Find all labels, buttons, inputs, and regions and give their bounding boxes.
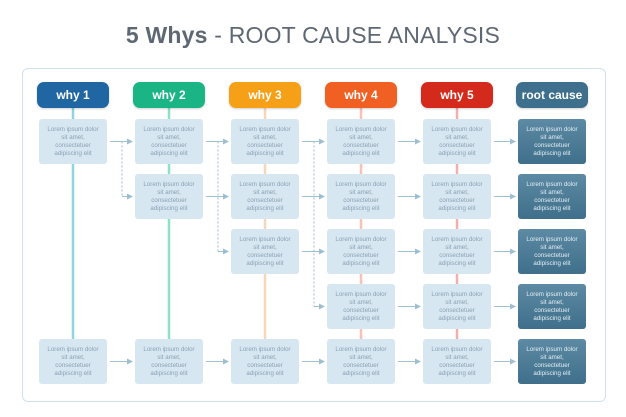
why-box: Lorem ipsum dolor sit amet, consectetuer…	[39, 339, 107, 384]
why-box: Lorem ipsum dolor sit amet, consectetuer…	[39, 119, 107, 164]
why-box: Lorem ipsum dolor sit amet, consectetuer…	[327, 229, 395, 274]
root-cause-box: Lorem ipsum dolor sit amet, consectetuer…	[518, 339, 586, 384]
why-box: Lorem ipsum dolor sit amet, consectetuer…	[135, 339, 203, 384]
why-box: Lorem ipsum dolor sit amet, consectetuer…	[423, 284, 491, 329]
why-box: Lorem ipsum dolor sit amet, consectetuer…	[423, 339, 491, 384]
why-box: Lorem ipsum dolor sit amet, consectetuer…	[423, 229, 491, 274]
why-box: Lorem ipsum dolor sit amet, consectetuer…	[423, 174, 491, 219]
header-why-5: why 5	[421, 82, 493, 108]
title-bold: 5 Whys	[125, 22, 208, 48]
why-box: Lorem ipsum dolor sit amet, consectetuer…	[231, 339, 299, 384]
why-box: Lorem ipsum dolor sit amet, consectetuer…	[327, 339, 395, 384]
why-box: Lorem ipsum dolor sit amet, consectetuer…	[231, 229, 299, 274]
why-box: Lorem ipsum dolor sit amet, consectetuer…	[327, 284, 395, 329]
root-cause-box: Lorem ipsum dolor sit amet, consectetuer…	[518, 174, 586, 219]
why-box: Lorem ipsum dolor sit amet, consectetuer…	[327, 174, 395, 219]
page-title: 5 Whys - ROOT CAUSE ANALYSIS	[0, 22, 626, 49]
header-why-3: why 3	[229, 82, 301, 108]
why-box: Lorem ipsum dolor sit amet, consectetuer…	[231, 174, 299, 219]
header-root-cause: root cause	[516, 82, 588, 108]
title-rest: - ROOT CAUSE ANALYSIS	[207, 22, 501, 48]
root-cause-box: Lorem ipsum dolor sit amet, consectetuer…	[518, 229, 586, 274]
root-cause-box: Lorem ipsum dolor sit amet, consectetuer…	[518, 284, 586, 329]
root-cause-box: Lorem ipsum dolor sit amet, consectetuer…	[518, 119, 586, 164]
why-box: Lorem ipsum dolor sit amet, consectetuer…	[423, 119, 491, 164]
why-box: Lorem ipsum dolor sit amet, consectetuer…	[327, 119, 395, 164]
why-box: Lorem ipsum dolor sit amet, consectetuer…	[231, 119, 299, 164]
header-why-2: why 2	[133, 82, 205, 108]
why-box: Lorem ipsum dolor sit amet, consectetuer…	[135, 119, 203, 164]
header-why-1: why 1	[37, 82, 109, 108]
why-box: Lorem ipsum dolor sit amet, consectetuer…	[135, 174, 203, 219]
header-why-4: why 4	[325, 82, 397, 108]
